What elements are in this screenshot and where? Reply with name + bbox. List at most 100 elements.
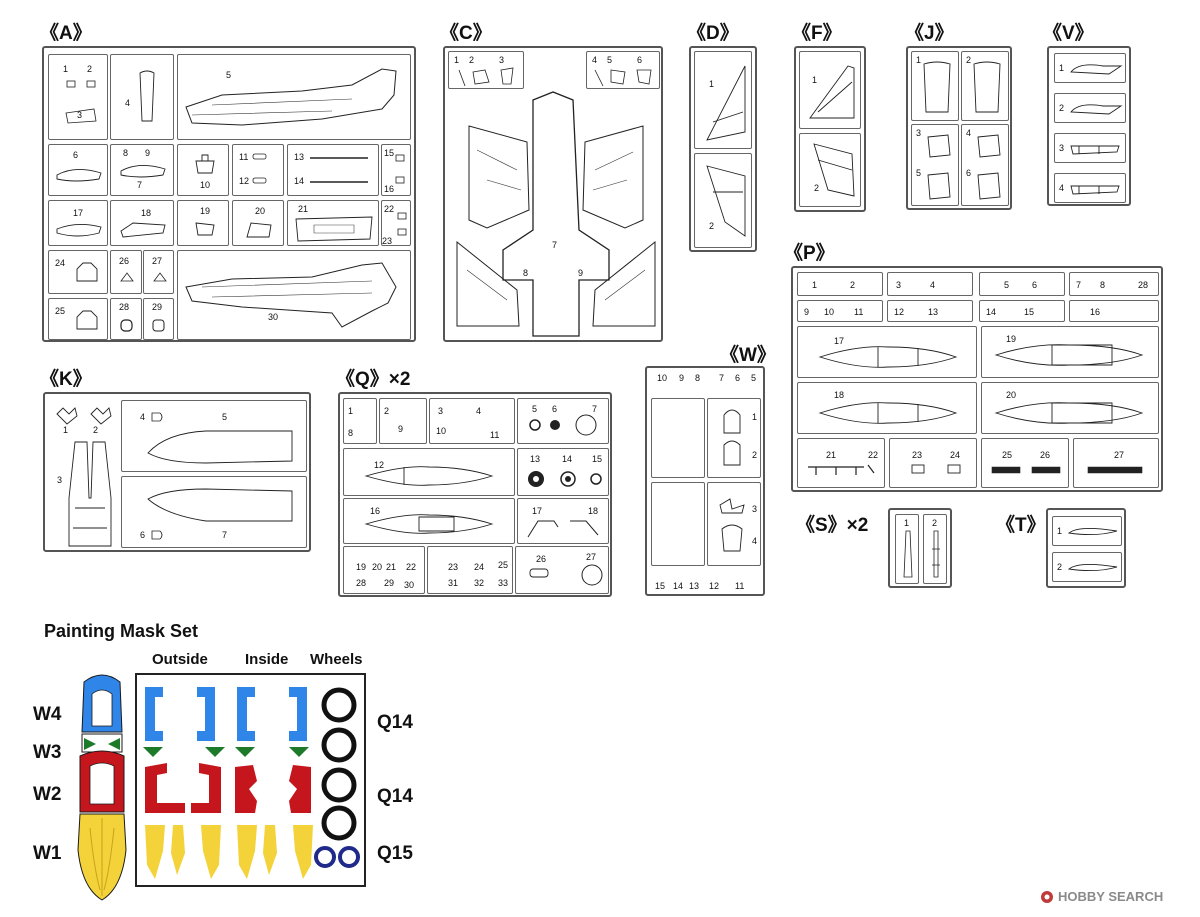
part-number: 1 [904,518,910,528]
part-intake [56,169,102,182]
part-number: 4 [1059,183,1065,193]
sprue-j-cell-3-5: 3 5 [911,124,959,206]
part-rod [310,157,368,159]
part-number: 21 [298,204,309,214]
part-number: 2 [1057,562,1063,572]
part-number: 28 [119,302,130,312]
sprue-s-frame: 1 2 [888,508,952,588]
sprue-q-cell-12: 12 [343,448,515,496]
part-number: 3 [57,475,63,485]
sprue-d-frame: 1 2 [689,46,757,252]
sprue-s-cell-1: 1 [895,514,919,584]
part-number: 21 [826,450,837,460]
sprue-a-cell-26: 26 [110,250,142,294]
part-number: 22 [384,204,395,214]
sprue-q-cell-1-8: 1 8 [343,398,377,444]
sprue-p-cell-20: 20 [981,382,1159,434]
sprue-v-frame: 1 2 3 4 [1047,46,1131,206]
part-number: 13 [928,307,939,317]
sprue-p-cell-3-4: 3 4 [887,272,973,296]
part-number: 7 [719,373,725,383]
sprue-k-frame: 1 2 3 4 5 6 7 [43,392,311,552]
sprue-p-cell-17: 17 [797,326,977,378]
part-number: 6 [966,168,972,178]
sprue-t-cell-2: 2 [1052,552,1122,582]
part-fairing [1067,528,1118,536]
part-tab [395,176,405,184]
sprue-j-cell-1: 1 [911,51,959,121]
part-bracket [911,464,961,474]
part-small [195,222,215,236]
mask-col-inside: Inside [245,651,289,668]
part-cockpit-tub [68,441,112,547]
sprue-a-cell-21: 21 [287,200,379,246]
part-bracket [195,154,215,174]
part-number: 2 [93,425,99,435]
part-number: 5 [532,404,538,414]
part-number: 22 [406,562,417,572]
part-nose [147,488,293,522]
part-number: 4 [930,280,936,290]
mask-set-title: Painting Mask Set [44,621,199,641]
sprue-q-cell-13-15: 13 14 15 [517,448,609,496]
part-number: 7 [222,530,228,540]
sprue-v-cell-1: 1 [1054,53,1126,83]
sprue-v-cell-4: 4 [1054,173,1126,203]
part-number: 22 [868,450,879,460]
part-number: 13 [294,152,305,162]
part-number: 5 [751,373,757,383]
sprue-p-cell-12-13: 12 13 [887,300,973,322]
part-number: 12 [239,176,250,186]
part-window [927,172,951,200]
sprue-p-cell-27: 27 [1073,438,1159,488]
sprue-c-cell-1-3: 1 2 3 [448,51,524,89]
sprue-c-title: 《C》 [440,23,492,44]
sprue-p-cell-18: 18 [797,382,977,434]
part-number: 26 [536,554,547,564]
sprue-j-title: 《J》 [905,23,954,44]
sprue-w-title: 《W》 [720,345,776,366]
part-fuel-tank [994,344,1144,366]
part-number: 27 [1114,450,1125,460]
sprue-v-cell-3: 3 [1054,133,1126,163]
part-number: 2 [384,406,390,416]
part-number: 18 [588,506,599,516]
part-number: 2 [932,518,938,528]
sprue-a-cell-27: 27 [143,250,174,294]
part-number: 8 [695,373,701,383]
sprue-q-frame: 1 8 2 9 3 4 10 11 5 6 7 12 13 14 15 1 [338,392,612,597]
part-canopy [719,498,745,552]
sprue-t-cell-1: 1 [1052,516,1122,546]
part-strut [932,530,940,578]
part-number: 1 [454,55,460,65]
part-number: 2 [966,55,972,65]
part-number: 3 [896,280,902,290]
part-number: 30 [404,580,415,590]
part-number: 6 [140,530,146,540]
part-canopy [723,409,741,466]
part-number: 10 [436,426,447,436]
mask-col-wheels: Wheels [310,651,363,668]
sprue-a-cell-24: 24 [48,250,108,294]
part-number: 5 [226,70,232,80]
sprue-p-cell-23-24: 23 24 [889,438,977,488]
part-number: 29 [152,302,163,312]
sprue-t-frame: 1 2 [1046,508,1126,588]
part-cover [120,222,166,238]
part-number: 2 [850,280,856,290]
part-number: 9 [804,307,810,317]
part-small-plate [65,80,97,124]
sprue-f-cell-1: 1 [799,51,861,129]
part-number: 10 [200,180,211,190]
part-number: 23 [448,562,459,572]
sprue-t-title: 《T》 [996,515,1046,536]
mask-sheet [135,673,366,887]
sprue-a-cell-29: 29 [143,298,174,340]
sprue-k-title: 《K》 [40,369,92,390]
part-window [977,134,1001,158]
part-number: 20 [372,562,383,572]
part-number: 3 [499,55,505,65]
part-number: 28 [1138,280,1149,290]
part-panel-long [295,216,373,242]
part-tire [529,564,603,586]
